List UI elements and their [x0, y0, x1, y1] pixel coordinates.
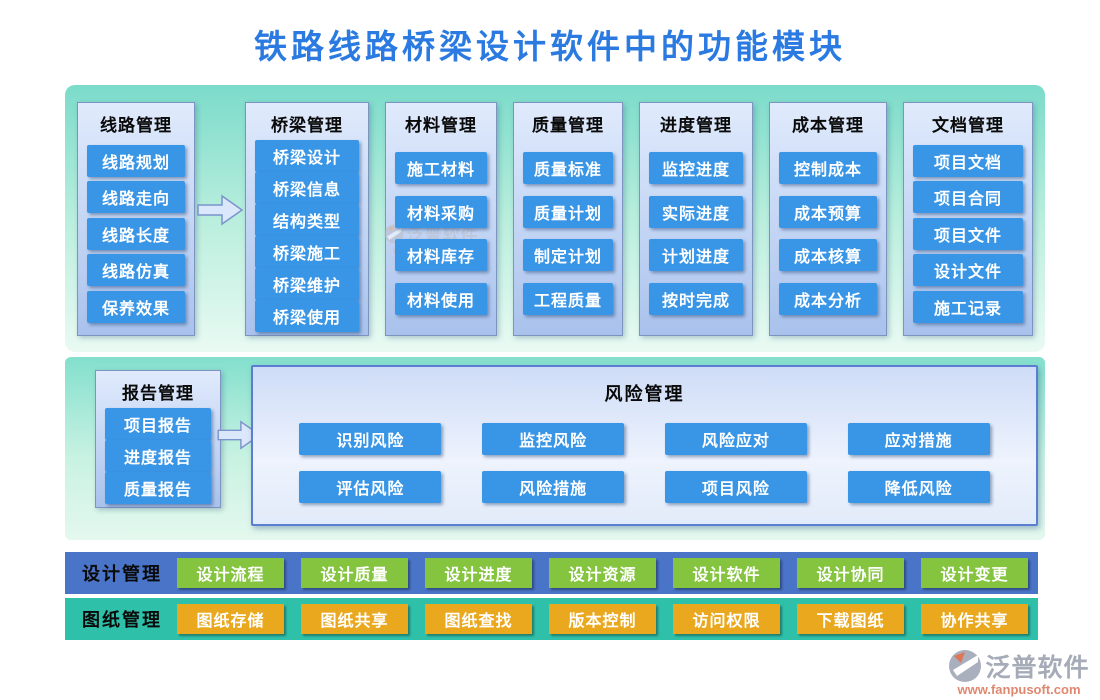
- module-item-button[interactable]: 材料采购: [395, 195, 487, 228]
- module-items: 监控进度 实际进度 计划进度 按时完成: [640, 138, 752, 335]
- module-item-button[interactable]: 质量标准: [523, 151, 613, 184]
- module-item-button[interactable]: 桥梁维护: [255, 268, 359, 300]
- module-item-button[interactable]: 线路走向: [87, 181, 185, 213]
- module-item-button[interactable]: 工程质量: [523, 283, 613, 316]
- module-item-button[interactable]: 控制成本: [779, 151, 877, 184]
- report-header: 报告管理: [122, 384, 194, 403]
- flow-arrow-icon: [197, 194, 243, 226]
- module-header: 桥梁管理: [271, 116, 343, 135]
- brand-logo-icon: [949, 650, 982, 682]
- risk-item-button[interactable]: 识别风险: [299, 423, 442, 455]
- drawing-item-button[interactable]: 下载图纸: [797, 604, 904, 634]
- module-header: 成本管理: [792, 116, 864, 135]
- drawing-item-button[interactable]: 访问权限: [673, 604, 780, 634]
- module-item-button[interactable]: 桥梁信息: [255, 172, 359, 204]
- risk-item-button[interactable]: 应对措施: [847, 423, 990, 455]
- module-item-button[interactable]: 计划进度: [649, 239, 743, 272]
- module-header: 材料管理: [405, 116, 477, 135]
- design-item-button[interactable]: 设计软件: [673, 558, 780, 588]
- module-column-cost: 成本管理 控制成本 成本预算 成本核算 成本分析: [769, 102, 887, 336]
- module-item-button[interactable]: 按时完成: [649, 283, 743, 316]
- module-item-button[interactable]: 桥梁施工: [255, 236, 359, 268]
- module-item-button[interactable]: 成本核算: [779, 239, 877, 272]
- module-item-button[interactable]: 施工记录: [913, 290, 1023, 323]
- brand-website-text: www.fanpusoft.com: [957, 682, 1081, 697]
- module-header: 进度管理: [660, 116, 732, 135]
- drawing-row-label: 图纸管理: [82, 610, 162, 630]
- module-column-quality: 质量管理 质量标准 质量计划 制定计划 工程质量: [513, 102, 623, 336]
- risk-items: 识别风险 监控风险 风险应对 应对措施 评估风险 风险措施 项目风险 降低风险: [279, 423, 1010, 503]
- brand-name-text: 泛普软件: [985, 654, 1090, 682]
- report-items: 项目报告 进度报告 质量报告: [96, 406, 220, 512]
- risk-item-button[interactable]: 监控风险: [482, 423, 625, 455]
- modules-panel: 线路管理 线路规划 线路走向 线路长度 线路仿真 保养效果 桥梁管理 桥梁设计 …: [65, 85, 1045, 352]
- module-item-button[interactable]: 成本分析: [779, 283, 877, 316]
- report-column: 报告管理 项目报告 进度报告 质量报告: [95, 370, 221, 508]
- module-column-bridge: 桥梁管理 桥梁设计 桥梁信息 结构类型 桥梁施工 桥梁维护 桥梁使用: [245, 102, 369, 336]
- module-items: 质量标准 质量计划 制定计划 工程质量: [514, 138, 622, 335]
- module-item-button[interactable]: 桥梁使用: [255, 300, 359, 332]
- module-item-button[interactable]: 材料库存: [395, 239, 487, 272]
- module-header: 质量管理: [532, 116, 604, 135]
- module-item-button[interactable]: 线路仿真: [87, 254, 185, 286]
- risk-item-button[interactable]: 评估风险: [299, 471, 442, 503]
- module-items: 桥梁设计 桥梁信息 结构类型 桥梁施工 桥梁维护 桥梁使用: [246, 138, 368, 340]
- risk-item-button[interactable]: 风险应对: [664, 423, 807, 455]
- module-header: 线路管理: [100, 116, 172, 135]
- module-item-button[interactable]: 项目文件: [913, 217, 1023, 250]
- report-item-button[interactable]: 项目报告: [105, 408, 211, 440]
- module-column-line: 线路管理 线路规划 线路走向 线路长度 线路仿真 保养效果: [77, 102, 195, 336]
- risk-item-button[interactable]: 风险措施: [482, 471, 625, 503]
- risk-header: 风险管理: [604, 384, 685, 404]
- report-item-button[interactable]: 进度报告: [105, 440, 211, 472]
- module-item-button[interactable]: 线路规划: [87, 144, 185, 177]
- module-item-button[interactable]: 质量计划: [523, 195, 613, 228]
- drawing-item-button[interactable]: 版本控制: [549, 604, 656, 634]
- drawing-row: 图纸管理 图纸存储 图纸共享 图纸查找 版本控制 访问权限 下载图纸 协作共享: [65, 598, 1038, 640]
- report-risk-panel: 报告管理 项目报告 进度报告 质量报告 风险管理 识别风险 监控风险 风险应对 …: [65, 357, 1045, 540]
- module-item-button[interactable]: 设计文件: [913, 254, 1023, 286]
- module-items: 项目文档 项目合同 项目文件 设计文件 施工记录: [904, 138, 1032, 335]
- module-item-button[interactable]: 桥梁设计: [255, 140, 359, 172]
- drawing-item-button[interactable]: 图纸查找: [425, 604, 532, 634]
- design-row: 设计管理 设计流程 设计质量 设计进度 设计资源 设计软件 设计协同 设计变更: [65, 552, 1038, 594]
- module-item-button[interactable]: 项目文档: [913, 144, 1023, 177]
- module-item-button[interactable]: 制定计划: [523, 239, 613, 272]
- module-item-button[interactable]: 实际进度: [649, 195, 743, 228]
- module-item-button[interactable]: 监控进度: [649, 151, 743, 184]
- report-item-button[interactable]: 质量报告: [105, 472, 211, 504]
- module-item-button[interactable]: 成本预算: [779, 195, 877, 228]
- risk-item-button[interactable]: 项目风险: [664, 471, 807, 503]
- design-item-button[interactable]: 设计资源: [549, 558, 656, 588]
- module-items: 线路规划 线路走向 线路长度 线路仿真 保养效果: [78, 138, 194, 335]
- design-item-button[interactable]: 设计协同: [797, 558, 904, 588]
- module-item-button[interactable]: 项目合同: [913, 181, 1023, 213]
- design-item-button[interactable]: 设计流程: [177, 558, 284, 588]
- module-item-button[interactable]: 结构类型: [255, 204, 359, 236]
- drawing-item-button[interactable]: 协作共享: [921, 604, 1028, 634]
- design-row-label: 设计管理: [82, 564, 162, 584]
- risk-panel: 风险管理 识别风险 监控风险 风险应对 应对措施 评估风险 风险措施 项目风险 …: [251, 365, 1038, 526]
- drawing-item-button[interactable]: 图纸存储: [177, 604, 284, 634]
- risk-item-button[interactable]: 降低风险: [847, 471, 990, 503]
- page-title: 铁路线路桥梁设计软件中的功能模块: [254, 27, 846, 66]
- module-items: 控制成本 成本预算 成本核算 成本分析: [770, 138, 886, 335]
- module-items: 施工材料 材料采购 材料库存 材料使用: [386, 138, 496, 335]
- module-item-button[interactable]: 保养效果: [87, 290, 185, 323]
- module-column-material: 材料管理 施工材料 材料采购 材料库存 材料使用: [385, 102, 497, 336]
- drawing-item-button[interactable]: 图纸共享: [301, 604, 408, 634]
- module-item-button[interactable]: 施工材料: [395, 151, 487, 184]
- module-column-document: 文档管理 项目文档 项目合同 项目文件 设计文件 施工记录: [903, 102, 1033, 336]
- design-item-button[interactable]: 设计进度: [425, 558, 532, 588]
- design-item-button[interactable]: 设计变更: [921, 558, 1028, 588]
- module-column-progress: 进度管理 监控进度 实际进度 计划进度 按时完成: [639, 102, 753, 336]
- module-item-button[interactable]: 材料使用: [395, 283, 487, 316]
- flow-arrow-icon: [217, 420, 261, 450]
- brand-logo: 泛普软件 www.fanpusoft.com: [944, 648, 1094, 697]
- module-header: 文档管理: [932, 116, 1004, 135]
- design-item-button[interactable]: 设计质量: [301, 558, 408, 588]
- module-item-button[interactable]: 线路长度: [87, 217, 185, 250]
